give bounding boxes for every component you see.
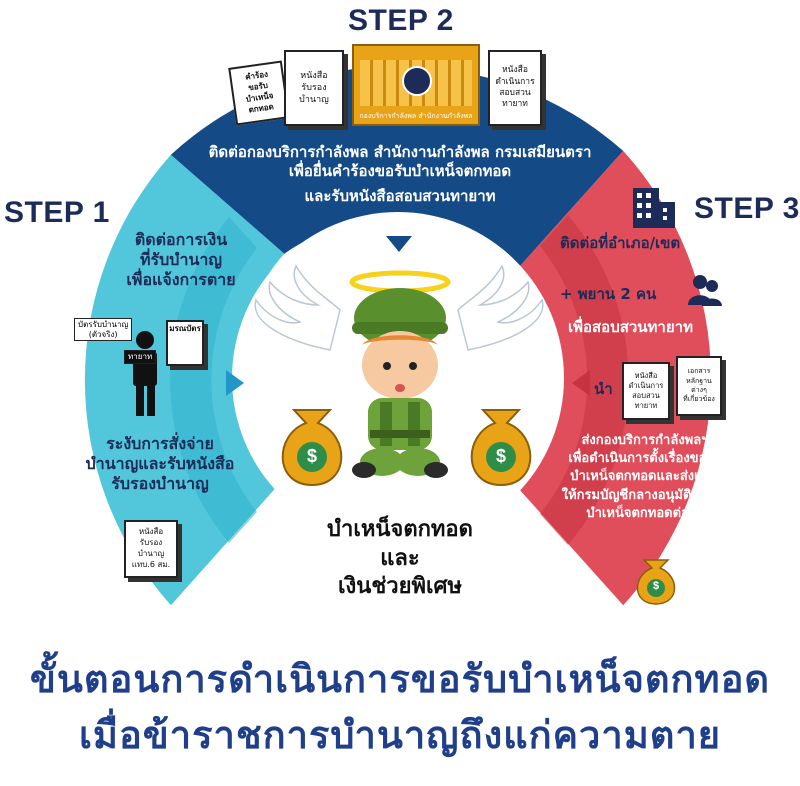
- emblem-icon: [402, 66, 432, 96]
- office-building-image: กองบริการกำลังพล สำนักงานกำลังพล: [352, 44, 480, 126]
- footer-title-line1: ขั้นตอนการดำเนินการขอรับบำเหน็จตกทอด: [29, 657, 771, 701]
- money-bag-icon: [281, 409, 343, 487]
- step2-text-line: ติดต่อกองบริการกำลังพล สำนักงานกำลังพล ก…: [208, 143, 592, 161]
- step1-text-top: ติดต่อการเงิน ที่รับบำนาญ เพื่อแจ้งการตา…: [96, 230, 266, 290]
- footer-title-line2: เมื่อข้าราชการบำนาญถึงแก่ความตาย: [78, 713, 722, 757]
- soldier-figure: [352, 288, 448, 478]
- step2-title: STEP 2: [348, 4, 454, 37]
- step3-line3: เพื่อสอบสวนทายาท: [568, 318, 693, 336]
- center-text: บำเหน็จตกทอด และ เงินช่วยพิเศษ: [290, 516, 510, 602]
- death-certificate-doc: มรณบัตร: [166, 320, 204, 366]
- step1-title: STEP 1: [4, 196, 110, 229]
- wings: [254, 264, 544, 351]
- step1-text-line: ที่รับบำนาญ: [140, 250, 222, 269]
- step3-text-bottom: ส่งกองบริการกำลังพลฯ เพื่อดำเนินการตั้งเ…: [550, 432, 740, 523]
- related-evidence-doc: เอกสาร หลักฐานต่างๆ ที่เกี่ยวข้อง: [676, 356, 722, 416]
- step2-text-line: และรับหนังสือสอบสวนทายาท: [304, 186, 496, 205]
- step3-text-line: ให้กรมบัญชีกลางอนุมัติสั่งจ่าย: [561, 487, 729, 503]
- step3-arrow: [572, 370, 590, 396]
- step3-bring-label: นำ: [594, 380, 613, 398]
- step2-text: ติดต่อกองบริการกำลังพล สำนักงานกำลังพล ก…: [175, 143, 625, 205]
- step3-inner-band: [540, 215, 629, 545]
- pension-certificate-doc: หนังสือรับรอง บำนาญ: [284, 50, 344, 126]
- people-icon: [688, 275, 722, 306]
- building-icon: [633, 188, 675, 228]
- step3-text-line: บำเหน็จตกทอดและส่งเรื่อง: [570, 469, 720, 485]
- step1-arrow: [226, 370, 244, 396]
- center-line: เงินช่วยพิเศษ: [338, 574, 462, 600]
- step1-text-line: ระงับการสั่งจ่าย: [106, 434, 214, 453]
- heir-label: ทายาท: [124, 350, 157, 364]
- dollar-symbol: $: [306, 446, 317, 466]
- step3-line1: ติดต่อที่อำเภอ/เขต: [560, 234, 681, 252]
- dollar-symbol: $: [652, 580, 660, 592]
- dollar-symbol: $: [495, 446, 506, 466]
- step1-text-line: รับรองบำนาญ: [111, 474, 209, 493]
- request-form-doc: คำร้อง ขอรับบำเหน็จ ตกทอด: [228, 60, 290, 126]
- building-caption: กองบริการกำลังพล สำนักงานกำลังพล: [359, 112, 473, 120]
- step3-line2: + พยาน 2 คน: [560, 285, 657, 303]
- pension-card-label: บัตรรับบำนาญ (ตัวจริง): [74, 318, 133, 342]
- step3-text-line: บำเหน็จตกทอดต่อไป: [586, 505, 704, 521]
- step3-title: STEP 3: [694, 192, 800, 225]
- pension-certificate-doc: หนังสือรับรอง บำนาญ แทบ.6 สม.: [124, 520, 178, 578]
- step2-arrow: [386, 236, 412, 252]
- money-bag-icon: [636, 559, 676, 605]
- step3-text-line: ส่งกองบริการกำลังพลฯ: [581, 433, 709, 448]
- heir-investigation-doc: หนังสือ ดำเนินการ สอบสวน ทายาท: [622, 362, 670, 420]
- center-line: บำเหน็จตกทอด: [327, 517, 473, 542]
- step1-inner-band: [170, 217, 257, 543]
- heir-investigation-doc: หนังสือ ดำเนินการ สอบสวน ทายาท: [488, 50, 542, 126]
- step1-text-line: เพื่อแจ้งการตาย: [126, 270, 236, 289]
- step3-text-line: เพื่อดำเนินการตั้งเรื่องขอรับ: [568, 451, 722, 467]
- step1-text-line: ติดต่อการเงิน: [134, 230, 228, 249]
- center-line: และ: [380, 545, 420, 571]
- step1-text-bottom: ระงับการสั่งจ่าย บำนาญและรับหนังสือ รับร…: [60, 434, 260, 494]
- step1-text-line: บำนาญและรับหนังสือ: [85, 454, 235, 473]
- step2-text-line: เพื่อยื่นคำร้องขอรับบำเหน็จตกทอด: [288, 161, 512, 180]
- money-bag-icon: [470, 409, 532, 487]
